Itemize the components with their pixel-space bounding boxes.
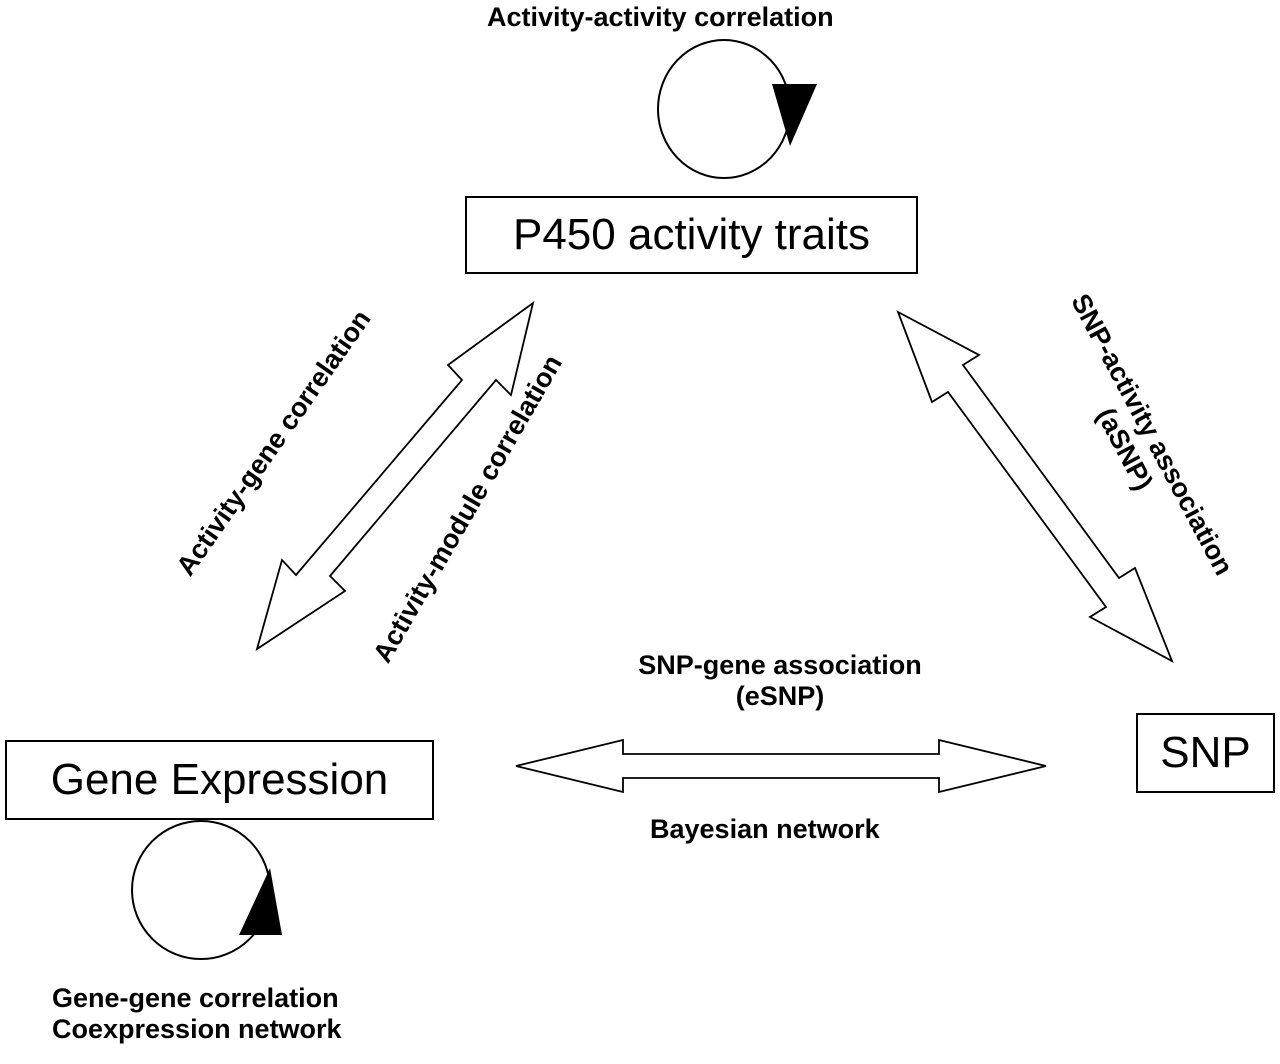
p450-self-loop [657,39,791,179]
node-p450-activity-traits: P450 activity traits [465,196,918,274]
node-snp: SNP [1136,713,1275,793]
label-gene-gene: Gene-gene correlation Coexpression netwo… [52,983,342,1045]
p450-gene-double-arrow [255,300,535,652]
label-gene-gene-line2: Coexpression network [52,1014,342,1045]
node-gene-expression-label: Gene Expression [50,755,389,804]
label-snp-gene-line1: SNP-gene association [638,650,922,680]
gene-self-loop-arrowhead [239,868,282,935]
label-snp-gene-line2: (eSNP) [735,681,825,712]
label-bayesian-network: Bayesian network [650,814,880,844]
label-activity-activity: Activity-activity correlation [487,2,834,32]
gene-self-loop [131,820,271,960]
label-gene-gene-line1: Gene-gene correlation [52,983,339,1013]
node-gene-expression: Gene Expression [5,740,434,820]
gene-snp-double-arrow [515,738,1047,794]
node-p450-label: P450 activity traits [512,210,871,259]
p450-self-loop-arrowhead [772,84,817,146]
label-snp-gene: SNP-gene association (eSNP) [604,650,956,712]
p450-snp-double-arrow [896,310,1174,663]
node-snp-label: SNP [1160,728,1251,777]
